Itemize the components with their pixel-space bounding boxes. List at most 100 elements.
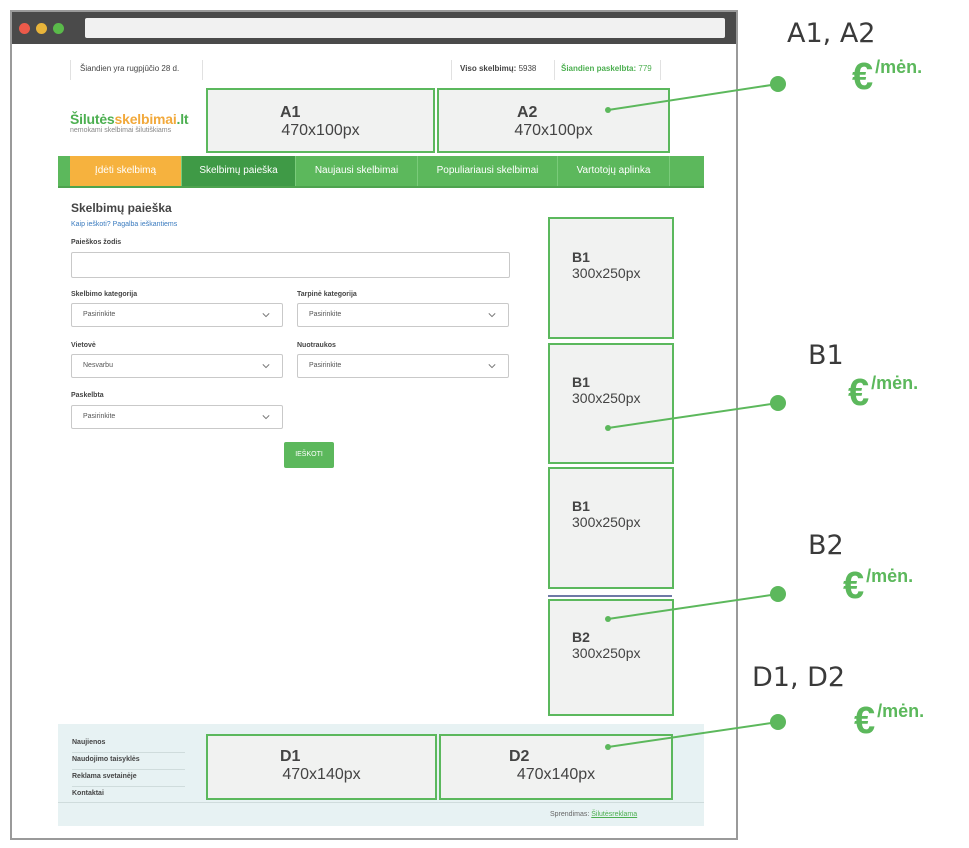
chevron-down-icon xyxy=(262,415,270,420)
published-label: Paskelbta xyxy=(71,392,104,399)
ad-slot-a1[interactable]: A1 470x100px xyxy=(206,88,435,153)
ad-slot-b1[interactable]: B1 300x250px xyxy=(548,343,674,464)
maximize-window-button[interactable] xyxy=(53,23,64,34)
keyword-label: Paieškos žodis xyxy=(71,239,122,246)
ad-a2-title: A2 xyxy=(517,104,538,121)
ad-slot-d2[interactable]: D2 470x140px xyxy=(439,734,673,800)
category-select[interactable]: Pasirinkite xyxy=(71,303,283,327)
euro-icon: € xyxy=(848,372,870,414)
annotation-label-a: A1, A2 xyxy=(787,18,876,49)
nav-popular-ads[interactable]: Populiariausi skelbimai xyxy=(418,156,558,186)
ad-slot-b2[interactable]: B2 300x250px xyxy=(548,599,674,716)
divider xyxy=(451,60,452,80)
ad-b2-title: B2 xyxy=(572,629,590,645)
search-button[interactable]: IEŠKOTI xyxy=(284,442,334,468)
connector-dot xyxy=(770,395,786,411)
subcategory-select[interactable]: Pasirinkite xyxy=(297,303,509,327)
location-label: Vietovė xyxy=(71,342,96,349)
top-info-bar: Šiandien yra rugpjūčio 28 d. Viso skelbi… xyxy=(70,58,661,80)
photos-select-value: Pasirinkite xyxy=(309,362,342,369)
ad-d1-title: D1 xyxy=(280,748,301,765)
ad-b1-size: 300x250px xyxy=(572,265,641,281)
ad-b1-size: 300x250px xyxy=(572,514,641,530)
euro-icon: € xyxy=(843,565,865,607)
footer-bottom-divider xyxy=(58,802,704,803)
footer-credit-label: Sprendimas: xyxy=(550,811,590,818)
per-month-label: /mėn. xyxy=(875,57,923,77)
divider xyxy=(554,60,555,80)
annotation-price-b1: €/mėn. xyxy=(848,372,919,414)
euro-icon: € xyxy=(854,700,876,742)
ad-d2-title: D2 xyxy=(509,748,530,765)
photos-select[interactable]: Pasirinkite xyxy=(297,354,509,378)
connector-dot xyxy=(770,714,786,730)
chevron-down-icon xyxy=(262,313,270,318)
ad-a1-title: A1 xyxy=(280,104,301,121)
published-select[interactable]: Pasirinkite xyxy=(71,405,283,429)
site-logo[interactable]: Šilutėsskelbimai.lt xyxy=(70,111,189,127)
divider xyxy=(202,60,203,80)
annotation-label-d: D1, D2 xyxy=(752,662,846,693)
window-titlebar xyxy=(12,12,736,44)
ad-b1-size: 300x250px xyxy=(572,390,641,406)
logo-part-2: skelbimai xyxy=(114,111,177,127)
today-ads-value: 779 xyxy=(638,64,652,73)
subcategory-select-value: Pasirinkite xyxy=(309,311,342,318)
ad-slot-d1[interactable]: D1 470x140px xyxy=(206,734,437,800)
keyword-input[interactable] xyxy=(71,252,510,278)
nav-newest-ads[interactable]: Naujausi skelbimai xyxy=(296,156,418,186)
total-ads-value: 5938 xyxy=(518,64,537,73)
ad-b1-title: B1 xyxy=(572,374,590,390)
address-bar[interactable] xyxy=(85,18,725,38)
per-month-label: /mėn. xyxy=(871,373,919,393)
euro-icon: € xyxy=(852,56,874,98)
annotation-price-a: €/mėn. xyxy=(852,56,923,98)
page-title: Skelbimų paieška xyxy=(71,201,172,215)
subcategory-label: Tarpinė kategorija xyxy=(297,291,357,298)
annotation-label-b1: B1 xyxy=(808,340,844,371)
footer-credit-link[interactable]: Šilutėsreklama xyxy=(591,811,638,818)
ad-a2-size: 470x100px xyxy=(514,122,593,139)
today-ads-label: Šiandien paskelbta: xyxy=(561,64,637,73)
current-date: Šiandien yra rugpjūčio 28 d. xyxy=(80,64,180,73)
per-month-label: /mėn. xyxy=(866,566,914,586)
divider xyxy=(70,60,71,80)
ad-slot-b1[interactable]: B1 300x250px xyxy=(548,467,674,589)
chevron-down-icon xyxy=(262,364,270,369)
ad-d2-size: 470x140px xyxy=(516,766,596,783)
chevron-down-icon xyxy=(488,313,496,318)
published-select-value: Pasirinkite xyxy=(83,413,116,420)
photos-label: Nuotraukos xyxy=(297,342,336,349)
footer-link-news[interactable]: Naujienos xyxy=(72,736,185,753)
chevron-down-icon xyxy=(488,364,496,369)
annotation-label-b2: B2 xyxy=(808,530,844,561)
ad-d1-size: 470x140px xyxy=(282,766,361,783)
nav-post-ad[interactable]: Įdėti skelbimą xyxy=(70,156,182,186)
close-window-button[interactable] xyxy=(19,23,30,34)
ad-a1-size: 470x100px xyxy=(281,122,360,139)
location-select[interactable]: Nesvarbu xyxy=(71,354,283,378)
nav-search-ads[interactable]: Skelbimų paieška xyxy=(182,156,296,186)
ad-slot-a2[interactable]: A2 470x100px xyxy=(437,88,670,153)
site-footer: Naujienos Naudojimo taisyklės Reklama sv… xyxy=(58,724,704,826)
main-navigation: Įdėti skelbimą Skelbimų paieška Naujausi… xyxy=(58,156,704,188)
search-help-link[interactable]: Kaip ieškoti? Pagalba ieškantiems xyxy=(71,221,178,228)
ad-b1-title: B1 xyxy=(572,498,590,514)
ad-b2-size: 300x250px xyxy=(572,645,641,661)
annotation-price-d: €/mėn. xyxy=(854,700,925,742)
section-divider xyxy=(548,595,672,597)
connector-dot xyxy=(770,76,786,92)
minimize-window-button[interactable] xyxy=(36,23,47,34)
total-ads-count: Viso skelbimų: 5938 xyxy=(460,64,536,73)
nav-user-area[interactable]: Vartotojų aplinka xyxy=(558,156,670,186)
category-label: Skelbimo kategorija xyxy=(71,291,138,298)
footer-link-contacts[interactable]: Kontaktai xyxy=(72,790,104,797)
annotation-price-b2: €/mėn. xyxy=(843,565,914,607)
footer-credit: Sprendimas: Šilutėsreklama xyxy=(550,811,637,818)
divider xyxy=(660,60,661,80)
footer-link-advertising[interactable]: Reklama svetainėje xyxy=(72,770,185,787)
ad-b1-title: B1 xyxy=(572,249,590,265)
ad-slot-b1[interactable]: B1 300x250px xyxy=(548,217,674,339)
per-month-label: /mėn. xyxy=(877,701,925,721)
footer-link-rules[interactable]: Naudojimo taisyklės xyxy=(72,753,185,770)
